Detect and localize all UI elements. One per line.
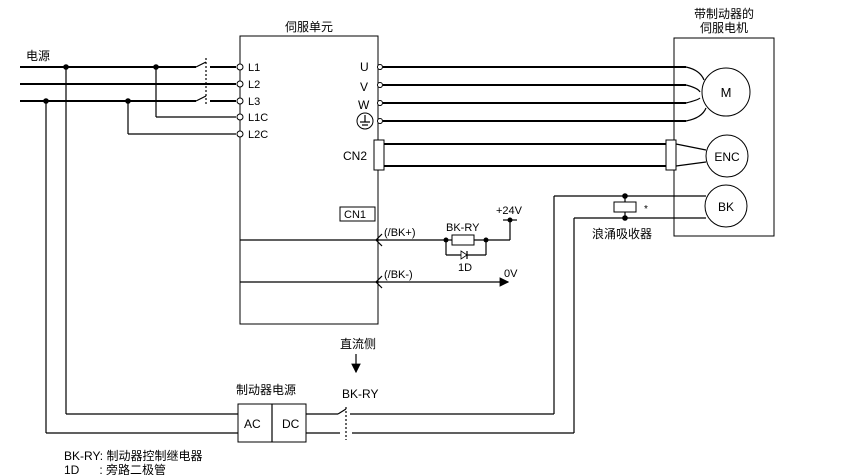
brake-power-dc: DC [282,417,300,431]
encoder-label: ENC [714,150,740,164]
cn1-box [339,206,376,222]
brake-label: BK [718,200,734,214]
input-terminals [236,63,244,138]
servo-unit-box [239,35,379,325]
legend-line2: 1D : 旁路二极管 [64,462,166,475]
motor-title-line1: 带制动器的 [694,6,754,21]
brake-power-title: 制动器电源 [236,383,296,397]
ground-icon [356,112,374,130]
cn2-label: CN2 [343,149,367,163]
power-source-label: 电源 [26,49,50,63]
output-w: W [358,98,370,112]
motor-m-label: M [721,85,732,100]
legend-line1: BK-RY: 制动器控制继电器 [64,449,202,463]
output-v: V [360,80,368,94]
terminal-l2: L2 [248,79,260,91]
bk-relay-circuit [240,217,517,289]
zero-v-label: 0V [504,268,518,280]
encoder-cable [373,139,707,171]
terminal-l1c: L1C [248,112,268,124]
cn1-label: CN1 [344,209,366,221]
brake-wiring [306,193,706,440]
bk-plus-label: (/BK+) [384,227,415,239]
three-phase-input [20,58,238,434]
brake-power-ac: AC [244,417,261,431]
brake-power-bk-ry: BK-RY [342,387,378,401]
encoder-circle [705,134,749,178]
terminal-l3: L3 [248,96,260,108]
plus24v-label: +24V [496,205,523,217]
surge-absorber-label: 浪涌吸收器 [592,226,652,241]
output-u: U [360,60,369,74]
motor-power-lines [377,64,707,124]
bk-minus-label: (/BK-) [384,269,413,281]
surge-asterisk: * [644,204,648,215]
diode-label: 1D [458,262,472,274]
brake-circle [704,184,748,228]
motor-circle [701,67,751,117]
dc-side-label: 直流侧 [340,337,376,351]
servo-unit-title: 伺服单元 [285,20,333,34]
bk-ry-relay-label: BK-RY [446,222,480,234]
motor-title-line2: 伺服电机 [700,21,748,35]
terminal-l1: L1 [248,62,260,74]
terminal-l2c: L2C [248,129,268,141]
